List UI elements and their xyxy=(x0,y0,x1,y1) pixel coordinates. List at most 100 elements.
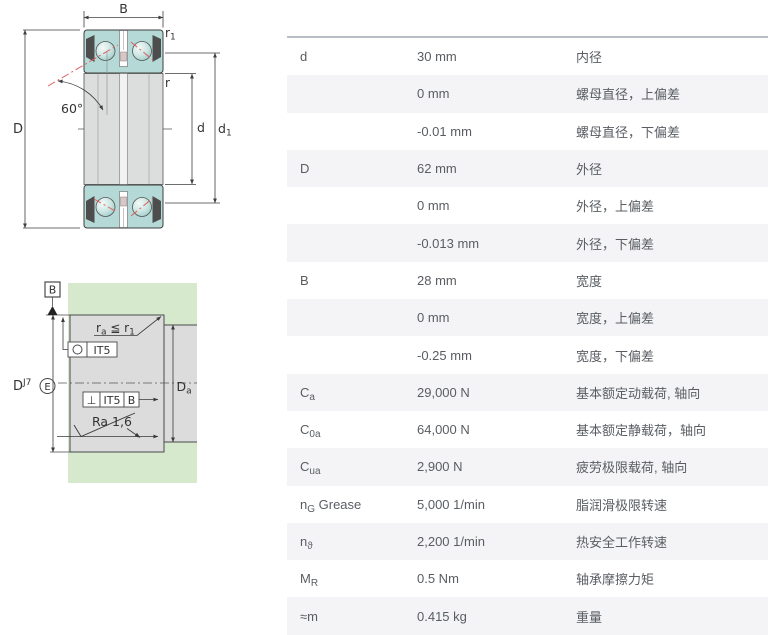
dim-label-D: D xyxy=(13,122,23,137)
value-cell: 29,000 N xyxy=(417,384,470,400)
param-cell: MR xyxy=(300,571,319,587)
value-cell: 0.5 Nm xyxy=(417,571,459,587)
table-row: 0 mm 宽度，上偏差 xyxy=(287,299,768,337)
contact-angle-lines xyxy=(47,41,154,217)
desc-cell: 螺母直径，下偏差 xyxy=(576,124,681,140)
param-cell: d xyxy=(300,49,308,65)
housing-block xyxy=(69,314,165,453)
ra-condition-label: ra ≦ r1 xyxy=(96,321,135,338)
param-cell: nϑ xyxy=(300,534,313,549)
seal-wedge xyxy=(86,196,95,223)
value-cell: 5,000 1/min xyxy=(417,496,485,512)
value-cell: 0 mm xyxy=(417,310,450,326)
value-cell: 2,900 N xyxy=(417,459,463,475)
table-row: 0 mm 螺母直径，上偏差 xyxy=(287,75,768,113)
desc-cell: 宽度 xyxy=(576,273,603,289)
angle-arc xyxy=(57,79,104,111)
datum-triangle xyxy=(47,306,58,315)
value-cell: 0 mm xyxy=(417,86,450,102)
roundness-value: IT5 xyxy=(94,344,111,357)
dim-d xyxy=(165,73,196,185)
face-arrow xyxy=(126,428,141,438)
roundness-symbol-box xyxy=(67,341,88,358)
table-row: -0.013 mm 外径，下偏差 xyxy=(287,224,768,262)
desc-cell: 重量 xyxy=(576,609,603,625)
param-cell: Ca xyxy=(300,384,315,400)
table-row: -0.01 mm 螺母直径，下偏差 xyxy=(287,113,768,150)
param-cell: Cua xyxy=(300,459,321,475)
value-cell: -0.01 mm xyxy=(417,123,472,139)
shaft-step xyxy=(164,325,197,442)
shaft-step-edges xyxy=(164,324,197,443)
desc-cell: 轴承摩擦力矩 xyxy=(576,572,655,588)
dim-label-r1: r1 xyxy=(165,26,176,43)
table-row: Cua 2,900 N 疲劳极限载荷, 轴向 xyxy=(287,448,768,486)
param-cell: B xyxy=(300,272,309,288)
desc-cell: 基本额定静载荷，轴向 xyxy=(576,423,707,439)
envelope-symbol-label: E xyxy=(44,382,50,393)
value-cell: 2,200 1/min xyxy=(417,534,485,549)
desc-cell: 宽度，上偏差 xyxy=(576,311,655,327)
desc-cell: 螺母直径，上偏差 xyxy=(576,87,681,103)
dim-B xyxy=(83,11,164,28)
dim-D xyxy=(23,29,80,229)
table-row: C0a 64,000 N 基本额定静载荷，轴向 xyxy=(287,411,768,448)
mounting-tolerance-drawing: B DJ7 E IT5 ra ≦ r1 ⊥ IT5 B Ra 1,6 Da xyxy=(13,281,197,483)
datum-b-label: B xyxy=(49,284,57,297)
table-row: nϑ 2,200 1/min 热安全工作转速 xyxy=(287,522,768,561)
dim-label-B: B xyxy=(119,1,128,16)
roundness-leader xyxy=(61,317,68,350)
ball xyxy=(132,197,152,217)
desc-cell: 宽度，下偏差 xyxy=(576,348,655,364)
desc-cell: 热安全工作转速 xyxy=(576,535,668,550)
table-row: MR 0.5 Nm 轴承摩擦力矩 xyxy=(287,560,768,597)
cage-piece-top xyxy=(120,51,127,62)
roughness-label: Ra 1,6 xyxy=(92,414,132,429)
value-cell: 0 mm xyxy=(417,198,450,214)
ra-leader xyxy=(94,316,162,336)
ball xyxy=(95,41,116,61)
desc-cell: 基本额定动载荷, 轴向 xyxy=(576,385,701,401)
perp-symbol: ⊥ xyxy=(87,394,97,407)
param-cell: D xyxy=(300,161,310,177)
cage-piece-bottom xyxy=(120,196,127,207)
value-cell: 30 mm xyxy=(417,49,457,65)
table-row: 0 mm 外径，上偏差 xyxy=(287,187,768,224)
table-row: -0.25 mm 宽度，下偏差 xyxy=(287,336,768,373)
desc-cell: 疲劳极限载荷, 轴向 xyxy=(576,460,688,476)
ball xyxy=(95,197,116,217)
param-cell: ≈m xyxy=(300,608,318,624)
value-cell: 28 mm xyxy=(417,272,457,288)
ball xyxy=(132,41,152,61)
dim-label-d: d xyxy=(197,120,205,135)
value-cell: -0.25 mm xyxy=(417,347,472,363)
seal-wedge xyxy=(86,35,95,62)
desc-cell: 外径，下偏差 xyxy=(576,236,655,252)
roundness-icon xyxy=(72,344,83,355)
value-cell: 64,000 N xyxy=(417,422,470,438)
perp-value: IT5 xyxy=(104,394,121,407)
value-cell: 62 mm xyxy=(417,161,457,177)
table-row: Ca 29,000 N 基本额定动载荷, 轴向 xyxy=(287,373,768,411)
value-cell: -0.013 mm xyxy=(417,235,480,251)
dim-label-DJ7: DJ7 xyxy=(13,378,31,394)
param-cell: C0a xyxy=(300,422,321,438)
desc-cell: 外径，上偏差 xyxy=(576,199,655,215)
dim-label-d1: d1 xyxy=(218,121,232,139)
seal-wedge xyxy=(152,35,161,62)
angle-label: 60° xyxy=(61,101,83,116)
envelope-symbol-circle xyxy=(39,378,56,394)
table-row: B 28 mm 宽度 xyxy=(287,262,768,299)
desc-cell: 外径 xyxy=(576,162,603,178)
perp-datum: B xyxy=(128,394,136,407)
inner-ring-split xyxy=(119,73,128,185)
dim-label-r: r xyxy=(165,76,170,90)
bearing-cross-section-drawing: 60° B D d d1 r1 r xyxy=(13,1,232,229)
dim-d1 xyxy=(165,52,220,204)
table-row: D 62 mm 外径 xyxy=(287,149,768,188)
